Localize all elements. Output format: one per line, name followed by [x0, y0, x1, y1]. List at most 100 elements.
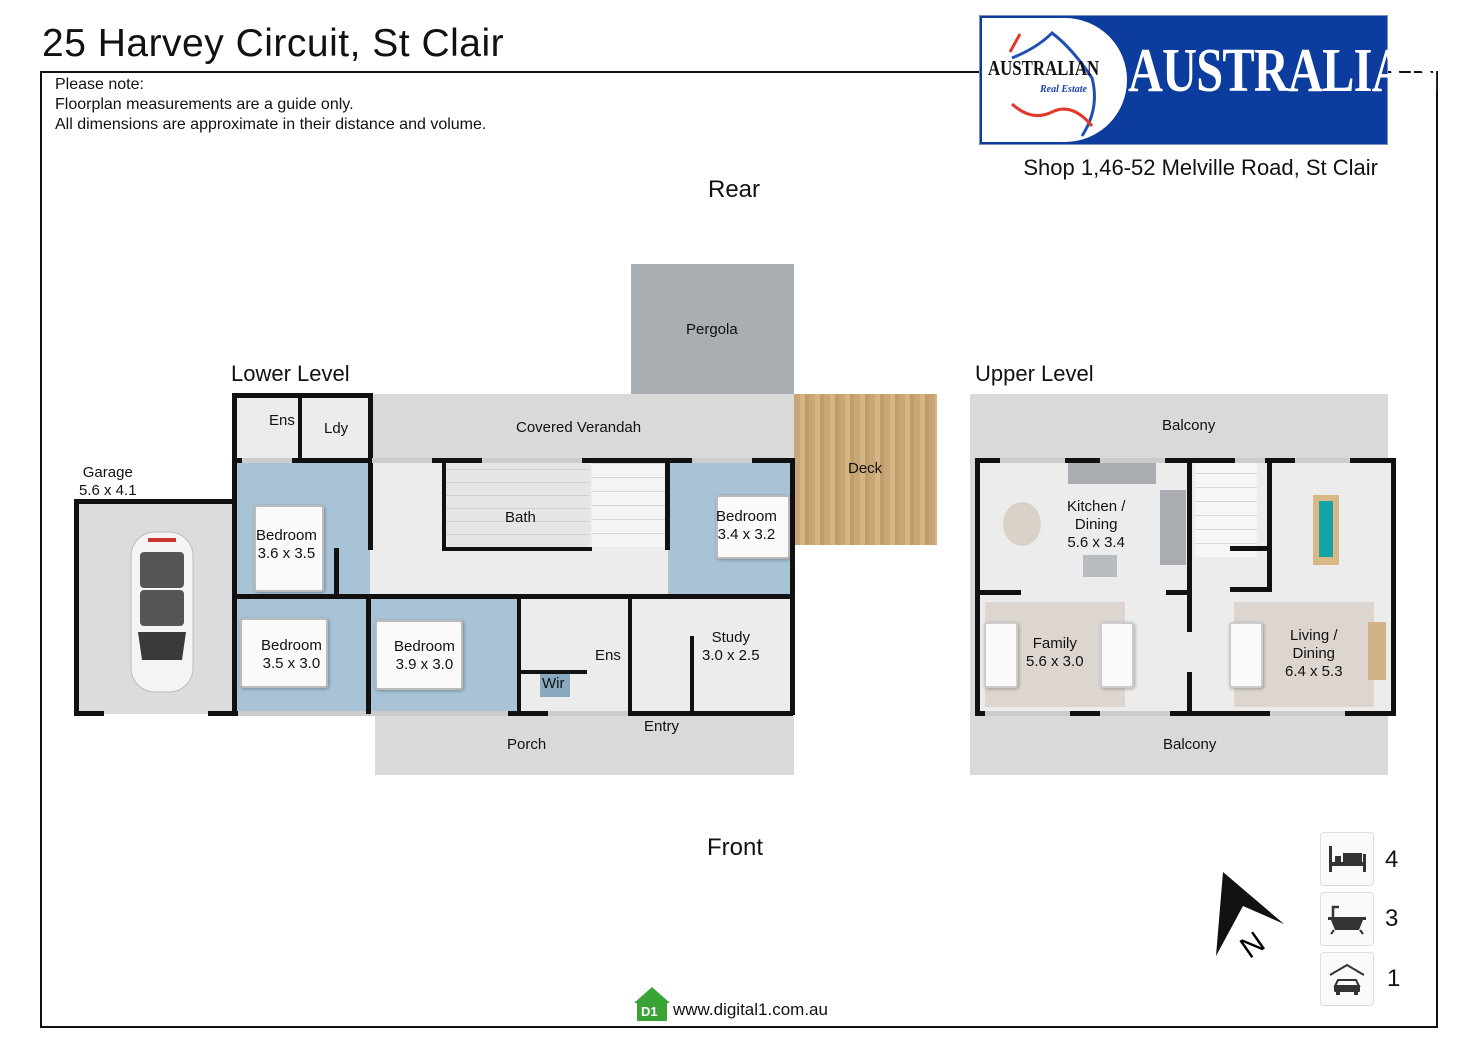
- wall: [298, 394, 302, 460]
- wall: [668, 594, 792, 599]
- wall: [442, 547, 592, 551]
- sofa: [1229, 622, 1263, 688]
- room-name: Dining: [1074, 516, 1118, 533]
- footer-url[interactable]: www.digital1.com.au: [673, 1000, 828, 1019]
- australia-map-icon: [1008, 31, 1096, 137]
- disclaimer-notes: Please note: Floorplan measurements are …: [55, 75, 486, 135]
- dining-table: [1313, 495, 1339, 565]
- wall: [442, 460, 446, 550]
- bathrooms-count: 3: [1385, 905, 1399, 932]
- room-name: Living /: [1290, 627, 1338, 644]
- wall: [366, 594, 371, 714]
- wall: [232, 393, 372, 398]
- car-icon: [130, 531, 194, 693]
- bedrooms-badge: [1320, 832, 1374, 886]
- garage-badge: [1320, 952, 1374, 1006]
- room-size: 6.4 x 5.3: [1285, 663, 1343, 680]
- balcony-front-label: Balcony: [1163, 736, 1217, 753]
- room-name: Bedroom: [261, 637, 322, 654]
- logo-emblem: AUSTRALIAN Real Estate: [982, 18, 1127, 142]
- kitchen-bench: [1160, 490, 1186, 565]
- wall: [975, 590, 1021, 595]
- wall: [1230, 546, 1270, 551]
- bed: [254, 505, 324, 592]
- front-label: Front: [707, 834, 764, 861]
- bed: [375, 620, 463, 690]
- note-line: All dimensions are approximate in their …: [55, 116, 487, 133]
- kitchen-bench: [1068, 462, 1156, 484]
- wall: [232, 393, 237, 715]
- wall: [74, 499, 234, 504]
- page-title: 25 Harvey Circuit, St Clair: [42, 22, 505, 65]
- bed: [716, 495, 790, 559]
- wall: [1187, 460, 1192, 632]
- wall: [665, 460, 670, 550]
- digital1-badge: D1: [641, 1004, 658, 1019]
- wall: [975, 458, 1395, 463]
- laundry-label: Ldy: [324, 420, 349, 437]
- room-size: 5.6 x 3.4: [1067, 534, 1125, 551]
- room-size: 5.6 x 3.0: [1026, 653, 1084, 670]
- room-name: Bedroom: [394, 638, 455, 655]
- bed-icon: [1329, 846, 1366, 872]
- bath-icon: [1328, 905, 1366, 935]
- lower-level-heading: Lower Level: [231, 361, 350, 386]
- ens-2-label: Ens: [595, 647, 621, 664]
- room-size: 3.9 x 3.0: [395, 656, 454, 673]
- wall: [1267, 460, 1272, 592]
- north-arrow-icon: N: [1216, 872, 1284, 963]
- ens-laundry-room: [233, 394, 373, 460]
- deck-label: Deck: [848, 460, 883, 477]
- ens-label: Ens: [269, 412, 295, 429]
- wall: [1230, 587, 1270, 592]
- plan-frame: [40, 71, 1438, 1028]
- garage-count: 1: [1387, 965, 1401, 992]
- entry-label: Entry: [644, 718, 680, 735]
- sideboard: [1368, 622, 1386, 680]
- wir-room: [540, 671, 570, 697]
- bathrooms-badge: [1320, 892, 1374, 946]
- logo-wordmark: AUSTRALIAN: [1128, 37, 1441, 105]
- agency-address: Shop 1,46-52 Melville Road, St Clair: [1023, 155, 1378, 180]
- porch-label: Porch: [507, 736, 547, 753]
- room-name: Dining: [1292, 645, 1336, 662]
- note-line: Please note:: [55, 76, 144, 93]
- wall: [975, 711, 1395, 716]
- wall: [232, 594, 672, 599]
- bed: [240, 618, 328, 688]
- room-name: Bedroom: [716, 508, 777, 525]
- wall: [1187, 672, 1192, 714]
- wall: [690, 636, 694, 714]
- wall: [790, 458, 795, 715]
- round-table: [1003, 502, 1041, 546]
- wall: [74, 711, 104, 716]
- bedrooms-count: 4: [1385, 846, 1399, 873]
- upper-level-heading: Upper Level: [975, 361, 1094, 386]
- room-size: 3.0 x 2.5: [702, 647, 760, 664]
- room-size: 3.4 x 3.2: [717, 526, 776, 543]
- wall: [1391, 458, 1396, 716]
- porch-area: [375, 714, 794, 775]
- bath-label: Bath: [505, 509, 536, 526]
- room-name: Bedroom: [256, 527, 317, 544]
- room-size: 3.6 x 3.5: [257, 545, 316, 562]
- wall: [628, 596, 632, 714]
- wall: [334, 548, 339, 598]
- wall: [975, 458, 980, 716]
- pergola-area: [631, 264, 794, 394]
- pergola-label: Pergola: [686, 321, 738, 338]
- wall: [74, 499, 79, 716]
- room-name: Kitchen /: [1067, 498, 1126, 515]
- room-name: Study: [711, 629, 750, 646]
- wall: [1166, 590, 1190, 595]
- note-line: Floorplan measurements are a guide only.: [55, 96, 354, 113]
- sofa: [1100, 622, 1134, 688]
- verandah-area: [373, 394, 794, 460]
- logo-badge-text: AUSTRALIAN: [988, 56, 1100, 80]
